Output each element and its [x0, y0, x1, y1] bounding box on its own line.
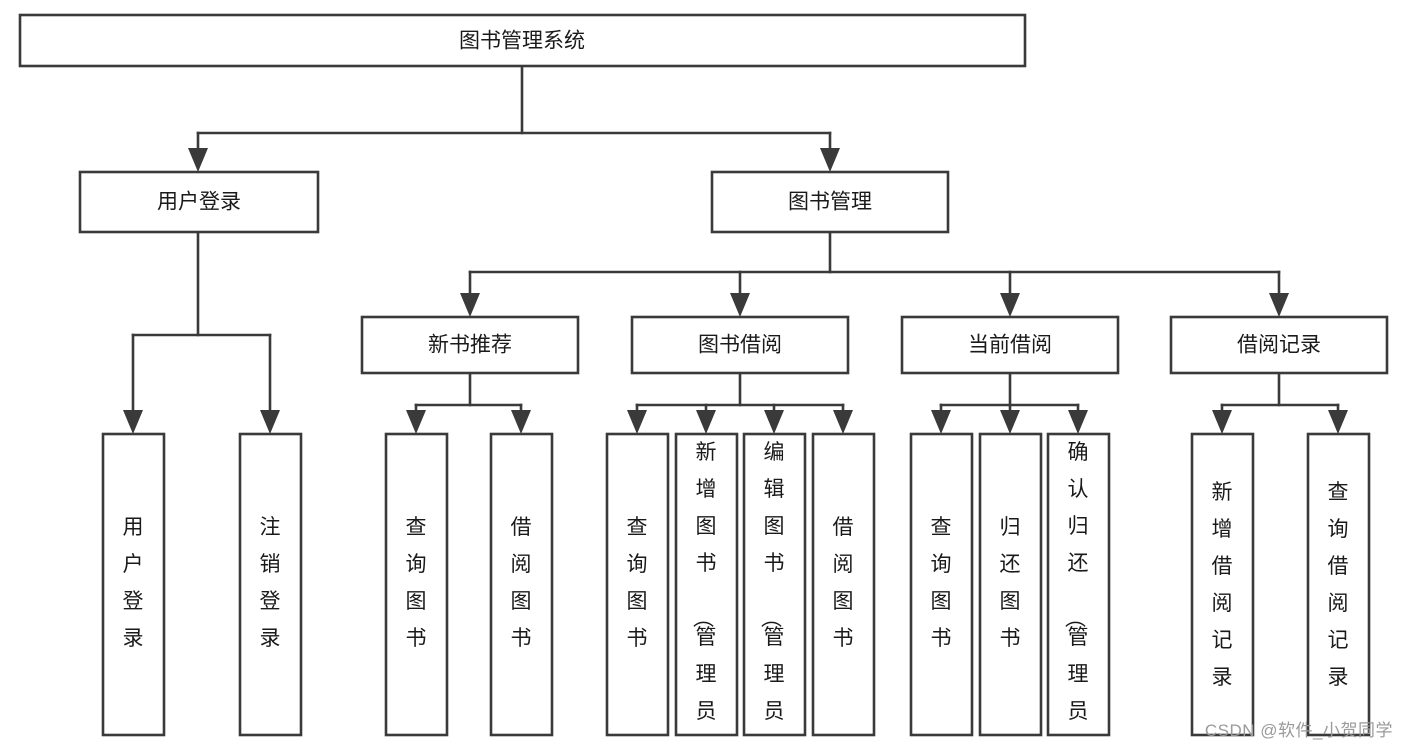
node-root-box[interactable] [18, 13, 1027, 68]
node-leaf-user-logout[interactable]: 注销登录 [238, 432, 303, 737]
node-current-borrow-box[interactable] [900, 315, 1120, 375]
node-leaf-add-book[interactable]: 新增图书（管理员） [674, 432, 739, 747]
node-book-borrow-box[interactable] [630, 315, 850, 375]
node-current-borrow[interactable]: 当前借阅 [900, 315, 1120, 375]
arrowhead-book-borrow [730, 293, 750, 317]
arrowhead-leaf-query-book-2 [627, 410, 647, 434]
node-leaf-query-record-box[interactable] [1306, 432, 1371, 737]
arrowhead-book-management [820, 148, 840, 172]
arrowhead-leaf-user-logout [260, 410, 280, 434]
node-user-login-label: 用户登录 [157, 191, 241, 214]
node-leaf-add-record-box[interactable] [1190, 432, 1255, 737]
arrowhead-leaf-borrow-book-1 [511, 410, 531, 434]
node-leaf-query-record[interactable]: 查询借阅记录 [1306, 432, 1371, 737]
node-leaf-confirm-return[interactable]: 确认归还（管理员） [1046, 432, 1111, 747]
arrowhead-leaf-query-book-3 [931, 410, 951, 434]
node-leaf-borrow-book-2-label: 借阅图书 [833, 516, 854, 650]
node-leaf-add-record[interactable]: 新增借阅记录 [1190, 432, 1255, 737]
connectors-borrow-record [1212, 371, 1348, 434]
node-leaf-query-book-3-label: 查询图书 [931, 516, 952, 650]
node-new-book-recommend-label: 新书推荐 [428, 334, 512, 357]
node-leaf-add-record-label: 新增借阅记录 [1212, 481, 1233, 689]
connectors-new-book-recommend [406, 371, 531, 434]
arrowhead-leaf-user-login [123, 410, 143, 434]
connectors-current-borrow [931, 371, 1088, 434]
node-leaf-confirm-return-box[interactable] [1046, 432, 1111, 737]
node-book-borrow-label: 图书借阅 [698, 334, 782, 357]
node-book-borrow[interactable]: 图书借阅 [630, 315, 850, 375]
node-leaf-borrow-book-2[interactable]: 借阅图书 [811, 432, 876, 737]
node-book-management-box[interactable] [710, 170, 950, 234]
node-leaf-query-book-2[interactable]: 查询图书 [605, 432, 670, 737]
node-leaf-add-book-label: 新增图书（管理员） [691, 441, 717, 747]
node-leaf-return-book-label: 归还图书 [1000, 516, 1021, 650]
node-leaf-borrow-book-1[interactable]: 借阅图书 [489, 432, 554, 737]
node-new-book-recommend[interactable]: 新书推荐 [360, 315, 580, 375]
node-leaf-query-book-3-box[interactable] [909, 432, 974, 737]
node-leaf-query-book-2-box[interactable] [605, 432, 670, 737]
arrowhead-leaf-query-record [1328, 410, 1348, 434]
arrowhead-new-book-recommend [460, 293, 480, 317]
node-book-management-label: 图书管理 [788, 191, 872, 214]
node-leaf-query-book-1[interactable]: 查询图书 [384, 432, 449, 737]
node-root[interactable]: 图书管理系统 [18, 13, 1027, 68]
node-user-login-box[interactable] [78, 170, 320, 234]
node-leaf-edit-book-label: 编辑图书（管理员） [759, 441, 785, 747]
node-leaf-query-book-1-box[interactable] [384, 432, 449, 737]
node-borrow-record-label: 借阅记录 [1237, 334, 1321, 357]
arrowhead-leaf-add-record [1212, 410, 1232, 434]
node-new-book-recommend-box[interactable] [360, 315, 580, 375]
node-leaf-return-book-box[interactable] [978, 432, 1043, 737]
arrowhead-leaf-confirm-return [1068, 410, 1088, 434]
node-leaf-query-book-3[interactable]: 查询图书 [909, 432, 974, 737]
node-leaf-confirm-return-label: 确认归还（管理员） [1063, 441, 1089, 747]
arrowhead-leaf-query-book-1 [406, 410, 426, 434]
arrowhead-leaf-edit-book [764, 410, 784, 434]
node-current-borrow-label: 当前借阅 [968, 334, 1052, 357]
node-leaf-borrow-book-2-box[interactable] [811, 432, 876, 737]
arrowhead-current-borrow [1000, 293, 1020, 317]
node-user-login[interactable]: 用户登录 [78, 170, 320, 234]
node-leaf-user-login-box[interactable] [101, 432, 166, 737]
connectors-user-login [123, 230, 280, 434]
node-leaf-borrow-book-1-box[interactable] [489, 432, 554, 737]
arrowhead-leaf-return-book [1000, 410, 1020, 434]
node-leaf-user-logout-box[interactable] [238, 432, 303, 737]
node-root-label: 图书管理系统 [459, 30, 585, 53]
node-leaf-user-logout-label: 注销登录 [260, 516, 281, 650]
node-leaf-edit-book-box[interactable] [742, 432, 807, 737]
node-leaf-edit-book[interactable]: 编辑图书（管理员） [742, 432, 807, 747]
node-leaf-return-book[interactable]: 归还图书 [978, 432, 1043, 737]
node-leaf-user-login-label: 用户登录 [123, 516, 144, 650]
node-leaf-user-login[interactable]: 用户登录 [101, 432, 166, 737]
node-borrow-record-box[interactable] [1169, 315, 1389, 375]
node-leaf-add-book-box[interactable] [674, 432, 739, 737]
node-borrow-record[interactable]: 借阅记录 [1169, 315, 1389, 375]
arrowhead-leaf-borrow-book-2 [833, 410, 853, 434]
node-book-management[interactable]: 图书管理 [710, 170, 950, 234]
connectors-book-borrow [627, 371, 853, 434]
arrowhead-borrow-record [1269, 293, 1289, 317]
node-leaf-borrow-book-1-label: 借阅图书 [511, 516, 532, 650]
connectors-book-management [460, 230, 1289, 317]
node-leaf-query-record-label: 查询借阅记录 [1328, 481, 1349, 689]
node-leaf-query-book-2-label: 查询图书 [627, 516, 648, 650]
node-leaf-query-book-1-label: 查询图书 [406, 516, 427, 650]
connectors-root [188, 64, 840, 172]
arrowhead-leaf-add-book [696, 410, 716, 434]
arrowhead-user-login [188, 148, 208, 172]
